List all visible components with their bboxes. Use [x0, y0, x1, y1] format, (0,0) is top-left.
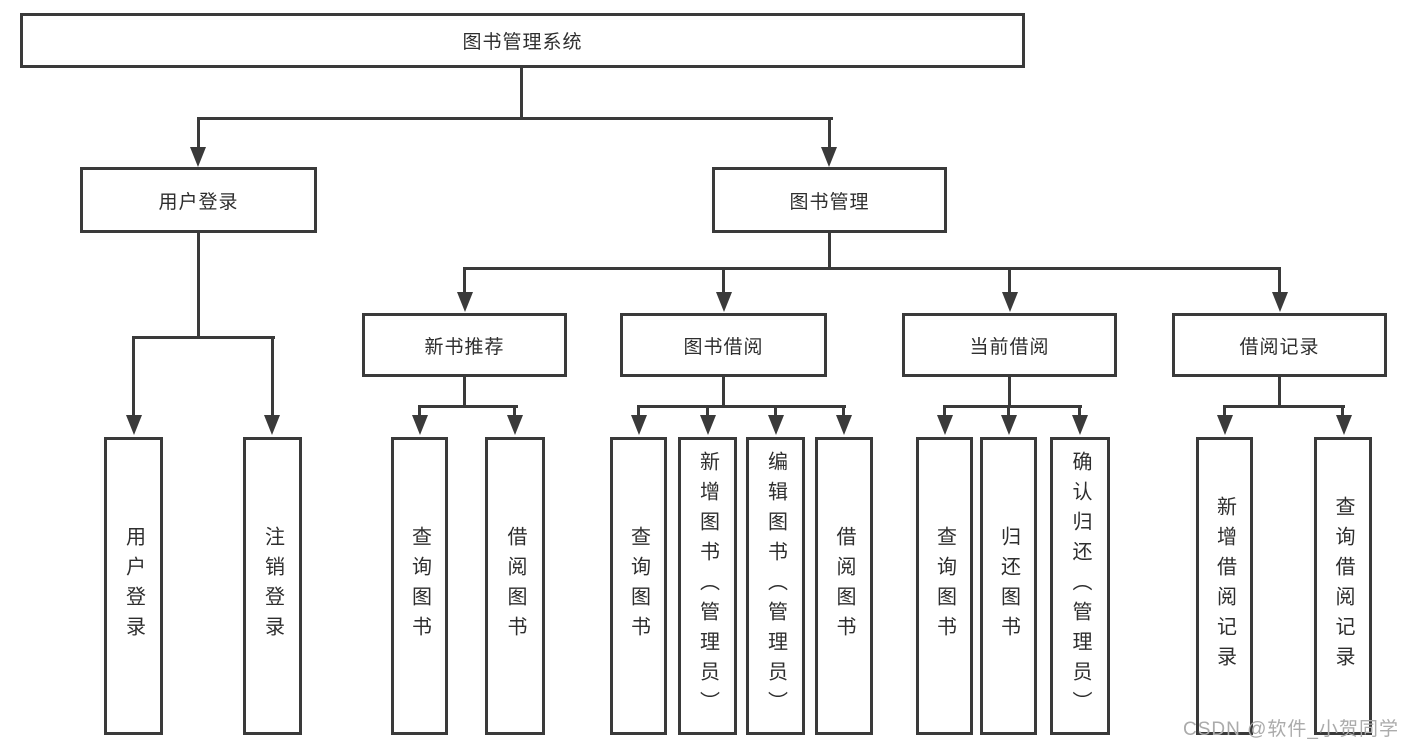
arrow-down-icon	[264, 415, 280, 435]
leaf-label: 查询图书	[408, 526, 431, 646]
connector-line	[943, 405, 946, 417]
arrow-down-icon	[457, 292, 473, 312]
connector-line	[1223, 405, 1345, 408]
connector-line	[520, 68, 523, 120]
leaf-query-books-recommend: 查询图书	[391, 437, 448, 735]
arrow-down-icon	[126, 415, 142, 435]
connector-line	[1278, 377, 1281, 408]
connector-line	[418, 405, 518, 408]
connector-line	[463, 267, 1281, 270]
leaf-label: 查询图书	[627, 526, 650, 646]
arrow-down-icon	[937, 415, 953, 435]
connector-line	[1008, 377, 1011, 408]
leaf-user-login: 用户登录	[104, 437, 163, 735]
connector-line	[943, 405, 1082, 408]
leaf-label: 新增图书（管理员）	[696, 451, 719, 721]
connector-line	[722, 377, 725, 408]
connector-line	[828, 117, 831, 149]
leaf-add-books-admin: 新增图书（管理员）	[678, 437, 737, 735]
node-current-borrowing: 当前借阅	[902, 313, 1117, 377]
leaf-query-borrow-record: 查询借阅记录	[1314, 437, 1372, 735]
connector-line	[132, 336, 135, 416]
leaf-borrow-books-recommend: 借阅图书	[485, 437, 545, 735]
arrow-down-icon	[716, 292, 732, 312]
node-root-library-system: 图书管理系统	[20, 13, 1025, 68]
connector-line	[1007, 405, 1010, 417]
leaf-query-books-borrowing: 查询图书	[610, 437, 667, 735]
leaf-label: 确认归还（管理员）	[1069, 451, 1091, 721]
leaf-query-books-current: 查询图书	[916, 437, 973, 735]
arrow-down-icon	[1336, 415, 1352, 435]
leaf-edit-books-admin: 编辑图书（管理员）	[746, 437, 805, 735]
arrow-down-icon	[190, 147, 206, 167]
connector-line	[197, 117, 200, 149]
leaf-logout: 注销登录	[243, 437, 302, 735]
arrow-down-icon	[1272, 292, 1288, 312]
arrow-down-icon	[631, 415, 647, 435]
node-book-borrowing: 图书借阅	[620, 313, 827, 377]
leaf-add-borrow-record: 新增借阅记录	[1196, 437, 1253, 735]
arrow-down-icon	[836, 415, 852, 435]
connector-line	[463, 267, 466, 293]
leaf-borrow-books-borrowing: 借阅图书	[815, 437, 873, 735]
connector-line	[463, 377, 466, 408]
leaf-label: 查询图书	[933, 526, 956, 646]
leaf-label: 新增借阅记录	[1213, 496, 1236, 676]
leaf-return-books: 归还图书	[980, 437, 1037, 735]
connector-line	[637, 405, 640, 417]
connector-line	[1223, 405, 1226, 417]
leaf-label: 查询借阅记录	[1332, 496, 1354, 676]
arrow-down-icon	[1217, 415, 1233, 435]
arrow-down-icon	[412, 415, 428, 435]
node-new-book-recommend: 新书推荐	[362, 313, 567, 377]
arrow-down-icon	[700, 415, 716, 435]
connector-line	[828, 233, 831, 270]
connector-line	[637, 405, 846, 408]
arrow-down-icon	[1002, 292, 1018, 312]
leaf-label: 借阅图书	[833, 526, 855, 646]
node-borrowing-records: 借阅记录	[1172, 313, 1387, 377]
connector-line	[1008, 267, 1011, 293]
connector-line	[1341, 405, 1344, 417]
connector-line	[706, 405, 709, 417]
leaf-label: 注销登录	[261, 526, 284, 646]
leaf-label: 编辑图书（管理员）	[764, 451, 787, 721]
connector-line	[513, 405, 516, 417]
node-book-management: 图书管理	[712, 167, 947, 233]
connector-line	[197, 233, 200, 339]
arrow-down-icon	[768, 415, 784, 435]
connector-line	[132, 336, 275, 339]
connector-line	[271, 336, 274, 416]
leaf-label: 借阅图书	[504, 526, 526, 646]
arrow-down-icon	[507, 415, 523, 435]
connector-line	[197, 117, 833, 120]
arrow-down-icon	[1001, 415, 1017, 435]
connector-line	[842, 405, 845, 417]
connector-line	[774, 405, 777, 417]
csdn-watermark: CSDN @软件_小贺同学	[1183, 719, 1399, 740]
leaf-label: 归还图书	[997, 526, 1020, 646]
leaf-label: 用户登录	[122, 526, 145, 646]
connector-line	[722, 267, 725, 293]
connector-line	[1278, 267, 1281, 293]
node-user-login: 用户登录	[80, 167, 317, 233]
arrow-down-icon	[821, 147, 837, 167]
arrow-down-icon	[1072, 415, 1088, 435]
leaf-confirm-return-admin: 确认归还（管理员）	[1050, 437, 1110, 735]
connector-line	[1078, 405, 1081, 417]
connector-line	[418, 405, 421, 417]
